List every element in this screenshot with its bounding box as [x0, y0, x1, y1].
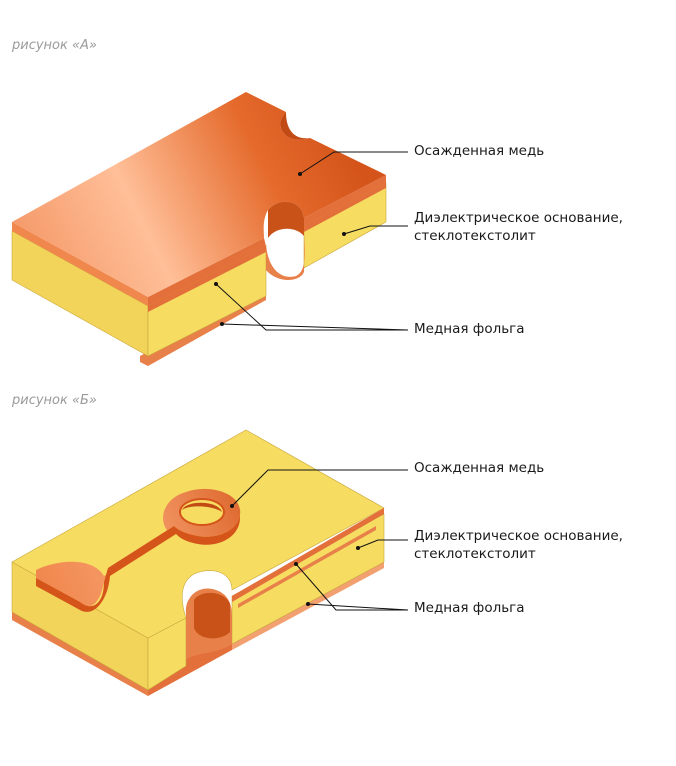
figure-a-front-notch-inner	[268, 201, 304, 238]
figure-b-label-dielectric-line2: стеклотекстолит	[414, 546, 536, 562]
figure-a-label-dielectric-line2: стеклотекстолит	[414, 228, 536, 244]
figure-b-hole-inner	[194, 592, 230, 639]
figure-b-pad-hole-wall	[182, 502, 222, 512]
figure-a-foil-line-right	[304, 183, 386, 232]
figure-b-side-plating-inner	[238, 526, 376, 608]
figure-a-foil-line	[148, 246, 266, 312]
figure-a-copper-edge	[12, 222, 148, 306]
figure-a-leaders	[215, 151, 409, 331]
figure-b-label-dielectric-line1: Диэлектрическое основание,	[414, 528, 623, 544]
figure-a-copper-edge-side-right	[304, 175, 386, 226]
figure-b-board	[11, 429, 385, 696]
figure-a-board	[11, 92, 387, 366]
figure-a-hole-barrel	[266, 236, 305, 280]
figure-a-caption: рисунок «А»	[12, 38, 97, 53]
figure-a-back-notch	[280, 112, 310, 140]
figure-a-copper-edge-side	[148, 238, 266, 306]
figure-b-side-plating	[232, 508, 384, 602]
figure-a-label-copper-foil: Медная фольга	[414, 321, 525, 337]
figure-a-label-deposited-copper: Осажденная медь	[414, 143, 545, 159]
figure-a-copper-top	[12, 92, 386, 297]
figure-b-trace-edge	[36, 510, 241, 612]
figure-b-label-deposited-copper: Осажденная медь	[414, 460, 545, 476]
figure-b-label-copper-foil: Медная фольга	[414, 600, 525, 616]
figure-b-caption: рисунок «Б»	[12, 393, 97, 408]
figure-b-leaders	[231, 469, 409, 611]
figure-a-label-dielectric-line1: Диэлектрическое основание,	[414, 210, 623, 226]
figure-a-leader-dots	[214, 172, 346, 326]
figure-b-leader-dots	[230, 504, 360, 606]
